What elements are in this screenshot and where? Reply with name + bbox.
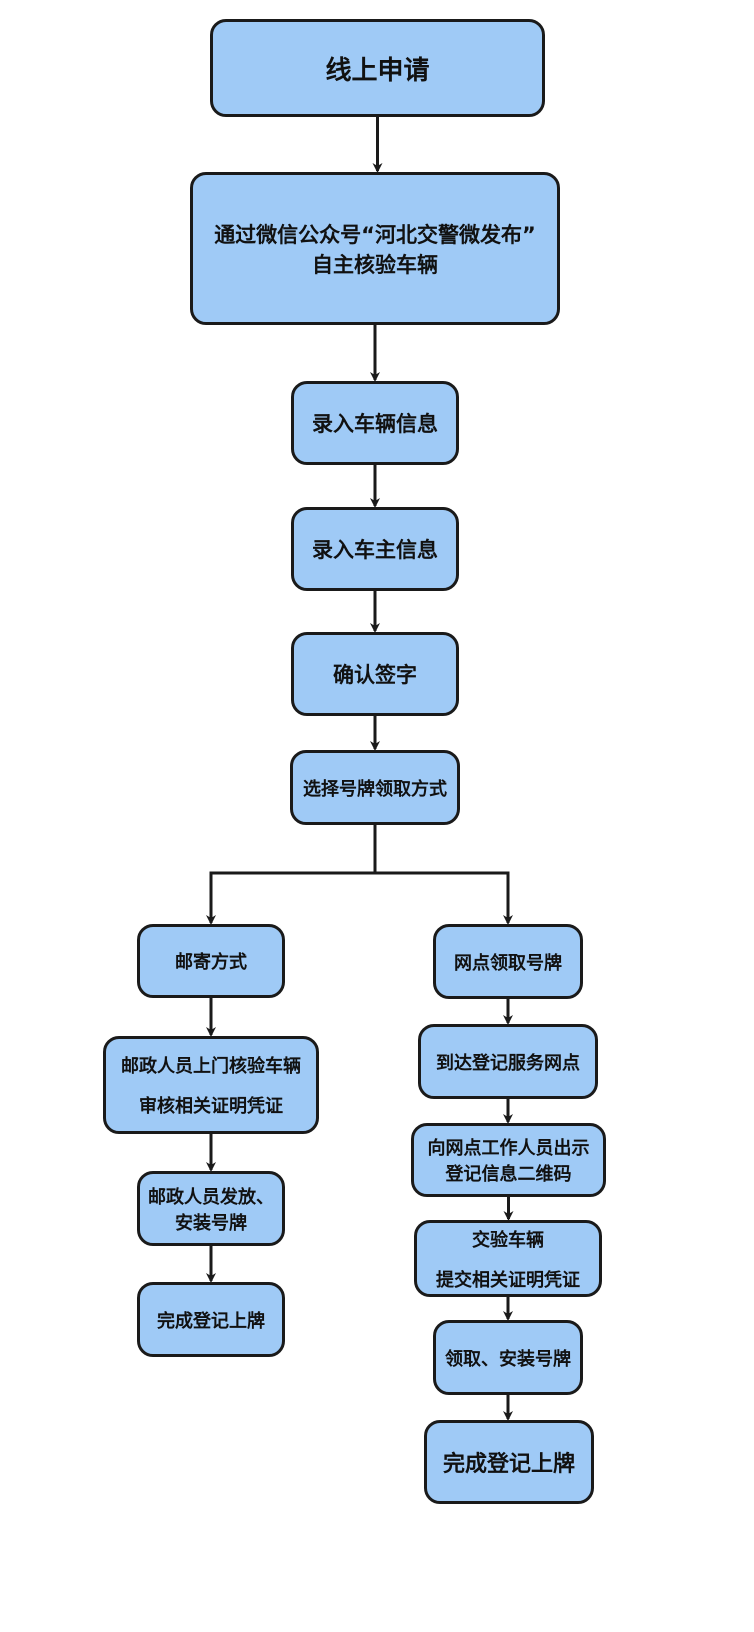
node-label-line: 自主核验车辆 [312,252,438,277]
node-label-line: 完成登记上牌 [442,1452,575,1477]
node-show-qr: 向网点工作人员出示登记信息二维码 [411,1123,606,1197]
node-enter-owner: 录入车主信息 [291,507,459,591]
node-label-line: 录入车辆信息 [312,412,438,436]
node-label-line: 邮政人员上门核验车辆 [121,1056,301,1077]
node-label-line: 邮寄方式 [175,952,247,973]
node-label-line: 邮政人员发放、 [148,1186,274,1208]
node-postal-verify: 邮政人员上门核验车辆审核相关证明凭证 [103,1036,319,1134]
node-wechat-verify: 通过微信公众号“河北交警微发布” 自主核验车辆 [190,172,560,325]
node-label-line: 交验车辆 [472,1229,544,1251]
edge-choose_method-to-pickup [373,825,513,925]
node-postal-install: 邮政人员发放、安装号牌 [137,1171,285,1246]
node-label-line: 线上申请 [325,55,430,86]
node-label-line: 录入车主信息 [312,538,438,562]
node-label-line: 审核相关证明凭证 [139,1096,283,1117]
node-label-line: 登记信息二维码 [445,1164,572,1185]
node-arrive: 到达登记服务网点 [418,1024,598,1099]
node-label-line: 网点领取号牌 [454,952,562,974]
node-mail: 邮寄方式 [137,924,285,998]
node-label-line: 到达登记服务网点 [436,1052,580,1074]
node-label-line: 安装号牌 [175,1212,247,1234]
node-submit: 交验车辆提交相关证明凭证 [414,1220,602,1297]
node-label-line: 确认签字 [333,663,417,687]
node-label-line: 向网点工作人员出示 [427,1138,590,1159]
node-label-line: 提交相关证明凭证 [436,1269,580,1291]
node-receive-install: 领取、安装号牌 [433,1320,583,1395]
edge-choose_method-to-mail [206,825,377,925]
node-pickup-done: 完成登记上牌 [424,1420,594,1504]
node-label-line: 通过微信公众号“河北交警微发布” [214,222,536,247]
node-label-line: 领取、安装号牌 [445,1348,571,1370]
node-pickup: 网点领取号牌 [433,924,583,999]
node-apply-online: 线上申请 [210,19,545,117]
node-enter-vehicle: 录入车辆信息 [291,381,459,465]
node-mail-done: 完成登记上牌 [137,1282,285,1357]
node-confirm-sign: 确认签字 [291,632,459,716]
node-choose-method: 选择号牌领取方式 [290,750,460,825]
node-label-line: 选择号牌领取方式 [303,778,447,800]
node-label-line: 完成登记上牌 [157,1310,265,1332]
